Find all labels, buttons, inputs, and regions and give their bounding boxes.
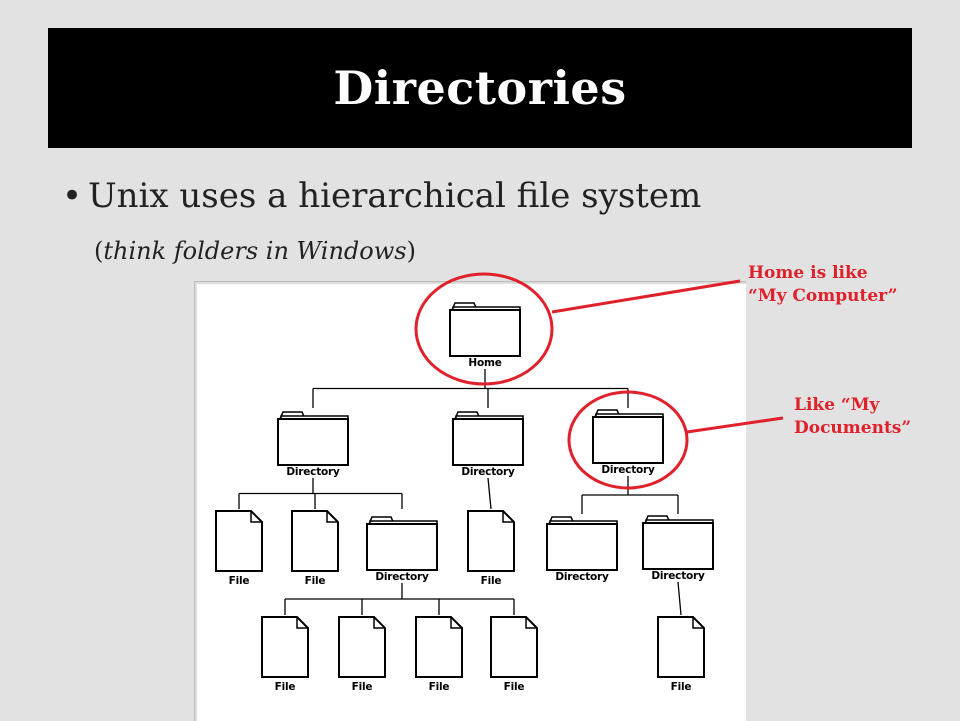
subtext-close-paren: ) [406,237,416,265]
bullet-text: Unix uses a hierarchical file system [88,176,702,216]
home-callout-line2: “My Computer” [748,286,898,306]
tree-connector-line [677,581,682,616]
documents-callout-line1: Like “My [794,395,880,415]
file-label: File [503,681,525,693]
file-icon [261,616,309,678]
file-label: File [274,681,296,693]
file-icon [415,616,463,678]
file-icon [490,616,538,678]
file-icon [215,510,263,572]
file-label: File [351,681,373,693]
file-icon [291,510,339,572]
tree-connector-line [487,477,492,510]
folder-label: Directory [461,466,515,478]
file-icon [338,616,386,678]
bullet-subtext: (think folders in Windows) [94,237,416,265]
bullet-dot-icon: • [62,176,83,216]
subtext-italic: think folders in Windows [103,237,407,265]
file-label: File [304,575,326,587]
folder-icon [277,411,349,466]
slide-title: Directories [333,61,627,115]
folder-icon [449,302,521,357]
folder-label: Home [468,357,502,369]
hierarchy-diagram-svg [215,302,714,678]
folder-icon [642,515,714,570]
folder-icon [546,516,618,571]
folder-label: Directory [286,466,340,478]
file-icon [467,510,515,572]
bullet-point: •Unix uses a hierarchical file system [62,176,701,216]
documents-callout: Like “My Documents” [794,394,911,440]
file-label: File [670,681,692,693]
home-callout-line1: Home is like [748,263,868,283]
file-label: File [428,681,450,693]
folder-icon [592,409,664,464]
folder-icon [366,516,438,571]
folder-label: Directory [651,570,705,582]
subtext-open-paren: ( [94,237,104,265]
file-icon [657,616,705,678]
home-callout: Home is like “My Computer” [748,262,898,308]
file-label: File [228,575,250,587]
folder-label: Directory [375,571,429,583]
folder-label: Directory [555,571,609,583]
file-label: File [480,575,502,587]
folder-icon [452,411,524,466]
documents-callout-line2: Documents” [794,418,912,438]
title-bar: Directories [48,28,912,148]
folder-label: Directory [601,464,655,476]
